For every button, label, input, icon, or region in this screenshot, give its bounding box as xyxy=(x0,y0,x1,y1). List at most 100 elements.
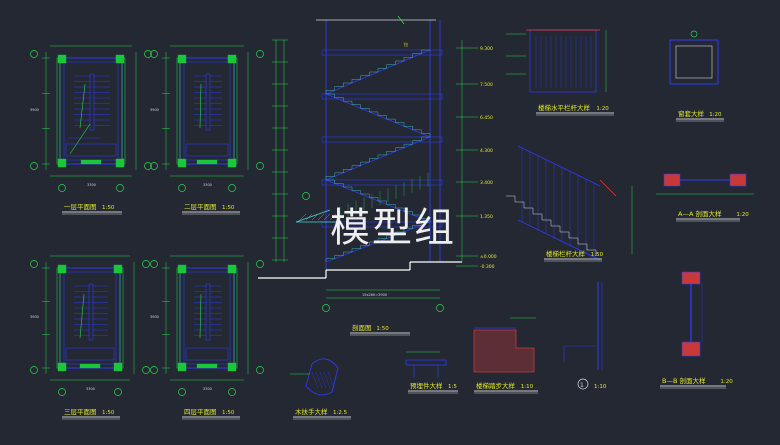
drawing-title: 楼梯栏杆大样 xyxy=(546,249,586,258)
aa-section-right xyxy=(729,173,747,187)
detail-circle xyxy=(577,378,589,390)
elevation-text: 3.400 xyxy=(480,180,493,186)
column xyxy=(227,54,237,64)
axis-bubble xyxy=(178,388,186,396)
canopy-hatch xyxy=(329,213,337,221)
axis-bubble xyxy=(690,30,698,38)
axis-bubble xyxy=(228,184,236,192)
column xyxy=(57,158,67,168)
column xyxy=(177,54,187,64)
detail-drawings-group: 1 xyxy=(290,29,754,396)
column xyxy=(57,54,67,64)
floor-plan: 3300 3900 xyxy=(150,255,264,396)
handrail-hatch xyxy=(323,371,331,389)
floor-slab xyxy=(321,179,443,186)
aa-section-left xyxy=(663,173,681,187)
column xyxy=(177,158,187,168)
floor-slab xyxy=(321,93,443,100)
walk-arrow xyxy=(69,123,91,155)
drawing-scale: 1:50 xyxy=(102,410,115,416)
axis-bubble xyxy=(302,192,310,200)
column xyxy=(57,362,67,372)
canopy-hatch xyxy=(323,213,331,221)
column xyxy=(227,362,237,372)
floor-slab xyxy=(321,221,443,228)
axis-bubble xyxy=(228,388,236,396)
wall-inner xyxy=(63,61,119,161)
handrail-hatch xyxy=(315,371,323,389)
axis-bubble xyxy=(256,260,264,268)
elevation-text: 1.350 xyxy=(480,214,493,220)
drawing-scale: 1:10 xyxy=(521,384,534,390)
handrail-profile xyxy=(305,358,339,396)
dim-text: 3900 xyxy=(150,108,159,112)
drawing-title: 窗套大样 xyxy=(678,109,705,118)
axis-bubble xyxy=(144,50,152,58)
stair-well xyxy=(89,73,95,131)
detail-number: 1 xyxy=(580,382,584,389)
drawing-scale: 1:5 xyxy=(448,384,457,390)
column xyxy=(113,362,123,372)
column xyxy=(57,264,67,274)
canopy-hatch xyxy=(311,213,319,221)
dim-text: 3300 xyxy=(203,183,212,187)
drawing-scale: 1:20 xyxy=(720,379,733,385)
axis-bubble xyxy=(116,184,124,192)
axis-bubble xyxy=(142,260,150,268)
axis-bubble xyxy=(178,184,186,192)
bb-section-top xyxy=(681,271,701,285)
drawing-scale: 1:50 xyxy=(222,410,235,416)
handrail-hatch xyxy=(327,371,335,389)
drawing-scale: 1:20 xyxy=(736,212,749,218)
axis-bubble xyxy=(322,304,330,312)
elevation-text: -0.300 xyxy=(480,264,495,270)
stair-well xyxy=(205,283,211,341)
bb-section-bottom xyxy=(681,341,701,357)
handrail-hatch xyxy=(319,371,327,389)
window-inner xyxy=(675,45,713,79)
wall-outline xyxy=(59,267,121,369)
drawing-title: 一层平面图 xyxy=(64,203,97,211)
axis-bubble xyxy=(30,162,38,170)
walk-arrow xyxy=(79,293,85,339)
column xyxy=(115,54,125,64)
elevation-text: 6.450 xyxy=(480,115,493,121)
drawing-title: 预埋件大样 xyxy=(410,381,443,390)
floor-slab xyxy=(321,136,443,143)
door-sill xyxy=(196,363,218,369)
drawing-scale: 1:10 xyxy=(594,384,607,390)
column xyxy=(177,362,187,372)
walk-arrow xyxy=(199,293,202,339)
drawing-scale: 1:50 xyxy=(376,326,389,332)
drawing-title: 四层平面图 xyxy=(184,408,217,416)
axis-bubble xyxy=(150,260,158,268)
landing-slab xyxy=(185,143,229,157)
wall-outline xyxy=(179,267,235,369)
rail-incline xyxy=(517,145,601,187)
floor-plan: 3300 3900 xyxy=(150,45,264,192)
dim-text: 3300 xyxy=(86,387,95,391)
handrail-end xyxy=(599,179,617,197)
column xyxy=(113,264,123,274)
floor-slab xyxy=(321,49,443,56)
drawing-title: 楼梯水平栏杆大样 xyxy=(538,103,591,112)
axis-bubble xyxy=(256,50,264,58)
canopy-hatch xyxy=(317,213,325,221)
dim-text: 15x260=3900 xyxy=(362,293,387,297)
elevation-text: 9.300 xyxy=(480,46,493,52)
step-detail-hatch xyxy=(473,329,535,373)
axis-bubble xyxy=(150,50,158,58)
dim-text: 3900 xyxy=(150,315,159,319)
axis-bubble xyxy=(58,388,66,396)
dim-text: 3900 xyxy=(30,108,39,112)
drawing-title: 楼梯踏步大样 xyxy=(476,381,516,390)
dim-text: 3300 xyxy=(203,387,212,391)
drawing-title: 剖面图 xyxy=(352,323,372,332)
axis-bubble xyxy=(144,162,152,170)
break-mark xyxy=(397,15,405,25)
axis-bubble xyxy=(30,260,38,268)
drawing-scale: 1:2.5 xyxy=(333,410,348,416)
